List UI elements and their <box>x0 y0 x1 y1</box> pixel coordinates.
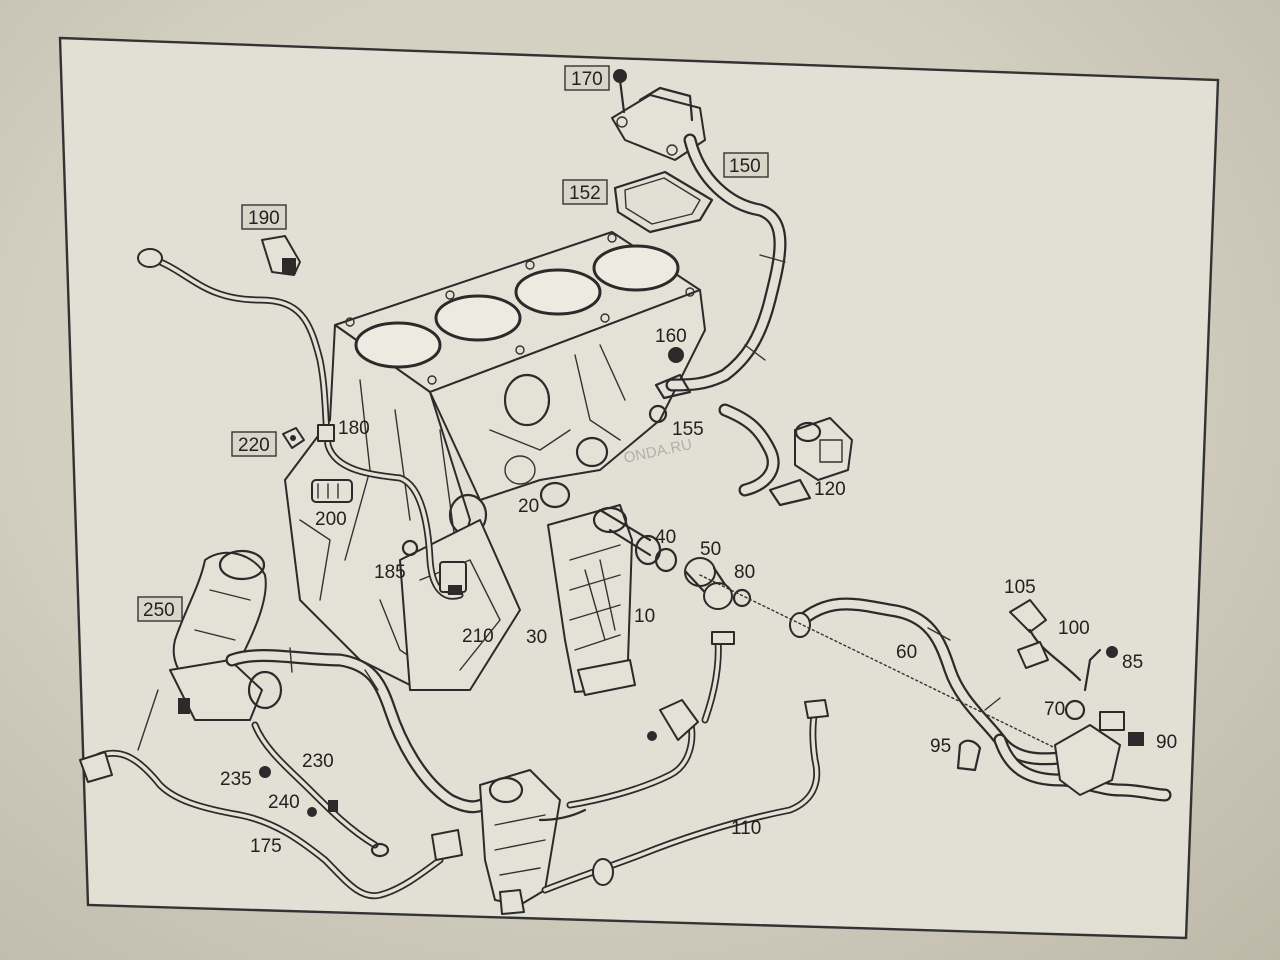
callout-150: 150 <box>723 152 769 178</box>
callout-170: 170 <box>564 65 610 91</box>
pipe-175 <box>79 689 463 900</box>
callout-90: 90 <box>1156 732 1177 753</box>
callout-210: 210 <box>462 626 494 647</box>
pipe-110 <box>541 699 829 894</box>
callout-105: 105 <box>1004 577 1036 598</box>
elbow-250 <box>169 549 283 721</box>
callout-20: 20 <box>518 496 539 517</box>
fitting-160 <box>654 347 692 400</box>
callout-100: 100 <box>1058 618 1090 639</box>
pipe-230 <box>251 721 390 858</box>
callout-80: 80 <box>734 562 755 583</box>
filter-housing-40 <box>592 506 678 573</box>
callout-175: 175 <box>250 836 282 857</box>
callout-200: 200 <box>315 509 347 530</box>
callout-180: 180 <box>338 418 370 439</box>
svg-text:150: 150 <box>729 156 761 177</box>
callout-85: 85 <box>1122 652 1143 673</box>
svg-text:152: 152 <box>569 183 601 204</box>
callout-152: 152 <box>562 179 608 205</box>
svg-text:250: 250 <box>143 600 175 621</box>
oil-cooler-10 <box>547 504 636 696</box>
bolt-220 <box>282 427 305 449</box>
svg-text:220: 220 <box>238 435 270 456</box>
callout-50: 50 <box>700 539 721 560</box>
callout-160: 160 <box>655 326 687 347</box>
hose-150 <box>665 133 787 392</box>
valve-120 <box>718 403 853 507</box>
callout-60: 60 <box>896 642 917 663</box>
sensor-185 <box>401 539 467 595</box>
pump-housing <box>479 769 587 915</box>
callout-155: 155 <box>672 419 704 440</box>
callout-240: 240 <box>268 792 300 813</box>
callout-10: 10 <box>634 606 655 627</box>
callout-190: 190 <box>241 204 287 230</box>
coolant-hose-lower <box>225 647 497 814</box>
vent-pipe-180 <box>137 248 464 600</box>
callout-250: 250 <box>137 596 183 622</box>
thermostat-housing <box>611 69 706 161</box>
callout-70: 70 <box>1044 699 1065 720</box>
callout-40: 40 <box>655 527 676 548</box>
svg-text:190: 190 <box>248 208 280 229</box>
callout-220: 220 <box>231 431 277 457</box>
right-thermostat-assembly <box>956 599 1144 796</box>
callout-235: 235 <box>220 769 252 790</box>
filter-50 <box>684 557 752 610</box>
orings-155 <box>539 404 668 509</box>
pipe-pump-right <box>566 631 735 809</box>
clips-200 <box>311 479 353 503</box>
callout-185: 185 <box>374 562 406 583</box>
callout-95: 95 <box>930 736 951 757</box>
callout-30: 30 <box>526 627 547 648</box>
callout-110: 110 <box>731 818 761 839</box>
diagram-frame <box>58 36 1220 940</box>
bracket-190 <box>261 235 301 276</box>
gasket-152 <box>613 170 714 234</box>
callout-120: 120 <box>814 479 846 500</box>
callout-230: 230 <box>302 751 334 772</box>
svg-text:170: 170 <box>571 69 603 90</box>
